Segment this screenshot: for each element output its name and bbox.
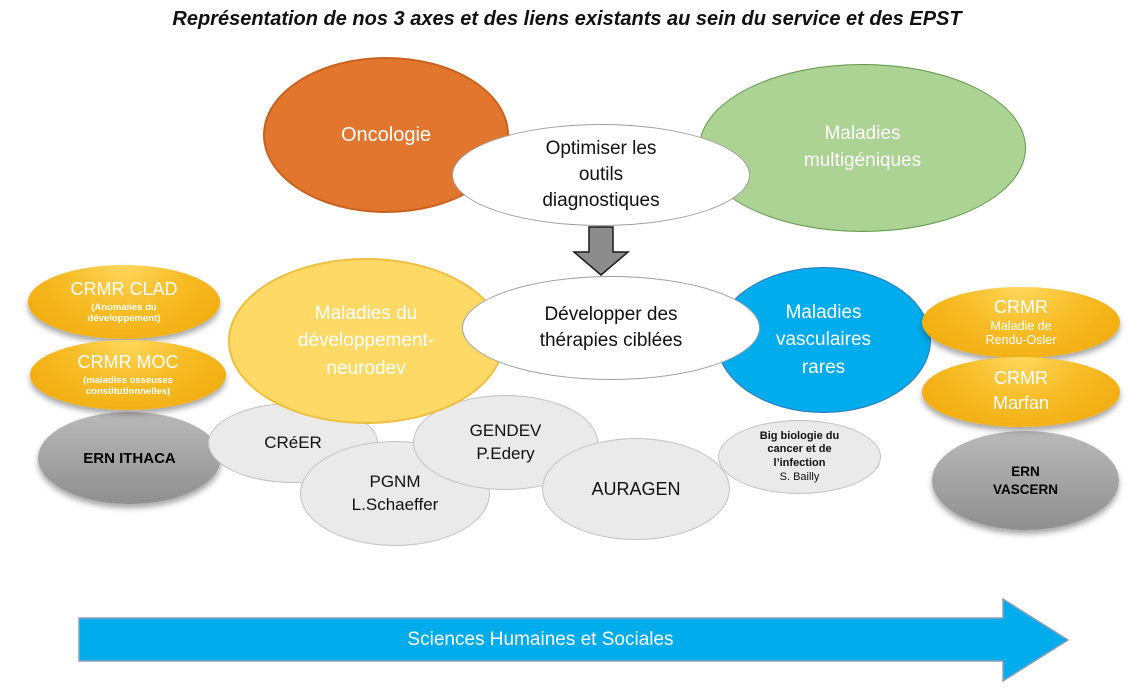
- objective-developper-label: Développer des thérapies ciblées: [539, 303, 683, 351]
- platform-bigbio-title: Big biologie du cancer et de l’infection: [759, 429, 840, 470]
- platform-pgnm-label: PGNM L.Schaeffer: [351, 471, 439, 514]
- objective-developper-ellipse: Développer des thérapies ciblées: [462, 276, 760, 380]
- crmr-marfan-ellipse: CRMR Marfan: [922, 357, 1120, 427]
- shs-arrow-icon: [78, 597, 1070, 683]
- ern-ithaca-ellipse: ERN ITHACA: [38, 412, 221, 504]
- ern-vascern-ellipse: ERN VASCERN: [932, 431, 1119, 530]
- platform-auragen-ellipse: AURAGEN: [542, 438, 730, 540]
- platform-creer-label: CRéER: [264, 432, 322, 452]
- crmr-rendu-osler-subtitle: Maladie de Rendu-Osler: [985, 318, 1057, 347]
- crmr-marfan-subtitle: Marfan: [992, 393, 1050, 414]
- axis-developpement-line1: Maladies du: [314, 302, 418, 324]
- platform-gendev-ellipse: GENDEV P.Edery: [413, 395, 598, 490]
- objective-optimiser-ellipse: Optimiser les outils diagnostiques: [452, 124, 750, 226]
- crmr-marfan-title: CRMR: [994, 368, 1048, 389]
- crmr-clad-subtitle: (Anomalies du développement): [87, 301, 161, 324]
- platform-bigbio-subtitle: S. Bailly: [779, 470, 820, 483]
- shs-arrow: Sciences Humaines et Sociales: [78, 597, 1070, 683]
- axis-developpement-line3: neurodev: [326, 357, 406, 379]
- ern-vascern-label: ERN VASCERN: [992, 463, 1058, 497]
- axis-developpement-ellipse: Maladies du développement- neurodev: [228, 258, 504, 424]
- platform-bigbio-ellipse: Big biologie du cancer et de l’infection…: [718, 420, 881, 494]
- axis-oncologie-label: Oncologie: [340, 123, 432, 146]
- crmr-rendu-osler-ellipse: CRMR Maladie de Rendu-Osler: [922, 287, 1120, 358]
- crmr-moc-title: CRMR MOC: [77, 351, 179, 372]
- crmr-clad-ellipse: CRMR CLAD (Anomalies du développement): [28, 265, 220, 339]
- diagram-title: Représentation de nos 3 axes et des lien…: [172, 8, 962, 30]
- axis-oncologie-ellipse: Oncologie: [263, 57, 509, 213]
- objective-optimiser-label: Optimiser les outils diagnostiques: [542, 137, 660, 212]
- crmr-moc-text: CRMR MOC (maladies osseuses constitution…: [73, 351, 183, 398]
- crmr-moc-subtitle: (maladies osseuses constitutionnelles): [83, 374, 173, 397]
- platform-auragen-label: AURAGEN: [591, 478, 681, 499]
- crmr-clad-text: CRMR CLAD (Anomalies du développement): [70, 278, 178, 325]
- axis-multigeniques-ellipse: Maladies multigéniques: [699, 64, 1026, 232]
- down-arrow-icon: [572, 226, 630, 276]
- platform-gendev-label: GENDEV P.Edery: [469, 420, 542, 463]
- crmr-rendu-osler-title: CRMR: [994, 296, 1048, 317]
- axis-developpement-line2: développement-: [297, 330, 435, 352]
- crmr-rendu-osler-text: CRMR Maladie de Rendu-Osler: [971, 296, 1071, 348]
- axis-multigeniques-label: Maladies multigéniques: [803, 123, 922, 171]
- platform-bigbio-text: Big biologie du cancer et de l’infection…: [750, 430, 850, 485]
- axis-vasculaires-label: Maladies vasculaires rares: [775, 301, 872, 378]
- axis-developpement-label: Maladies du développement- neurodev: [298, 300, 434, 383]
- crmr-moc-ellipse: CRMR MOC (maladies osseuses constitution…: [30, 340, 226, 410]
- ern-ithaca-label: ERN ITHACA: [83, 449, 176, 467]
- crmr-marfan-text: CRMR Marfan: [993, 369, 1049, 414]
- shs-arrow-label: Sciences Humaines et Sociales: [407, 628, 674, 650]
- crmr-clad-title: CRMR CLAD: [70, 278, 178, 299]
